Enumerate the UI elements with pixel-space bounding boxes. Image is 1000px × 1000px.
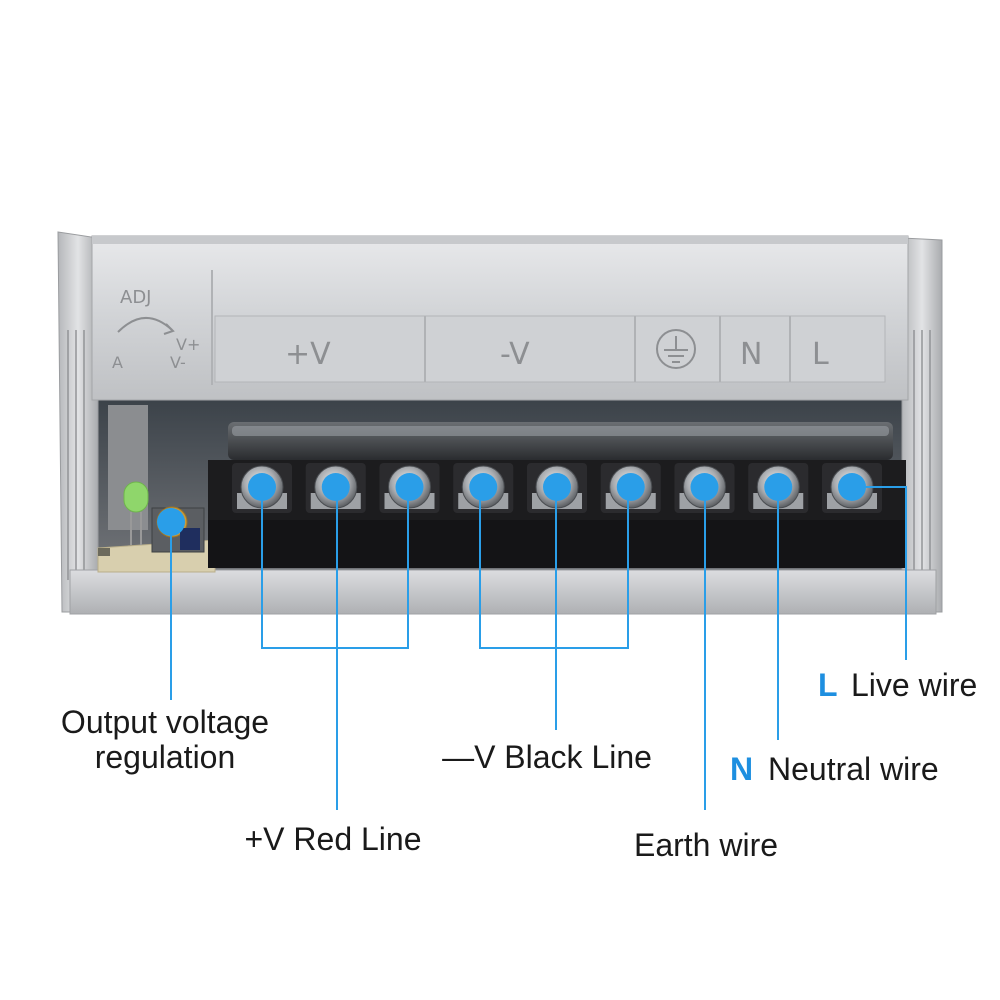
terminal-marker-dot: [838, 473, 866, 501]
terminal-marker-dot: [616, 473, 645, 501]
bottom-lip: [69, 569, 937, 615]
case-markings: ADJ V+ V- A +V -V N L: [112, 287, 829, 372]
green-led: [123, 481, 149, 545]
terminal-marker-dot: [395, 473, 424, 501]
callout-labels: Output voltage regulation +V Red Line —V…: [61, 667, 977, 863]
callout-live-letter: L: [818, 667, 838, 703]
callout-live-text: Live wire: [851, 667, 977, 703]
callout-adjust-line2: regulation: [95, 739, 236, 775]
callout-adjust-line1: Output voltage: [61, 704, 269, 740]
callout-negative: —V Black Line: [442, 739, 652, 775]
callout-earth: Earth wire: [634, 827, 778, 863]
leader-positive-bracket: [261, 487, 409, 649]
adj-label: ADJ: [120, 287, 151, 308]
terminal-marker-dot: [764, 473, 793, 501]
terminal-marker-dot: [469, 473, 498, 501]
vent-slots: [67, 330, 931, 580]
terminal-marker-dot: [321, 473, 350, 501]
callout-leader-lines: [170, 486, 907, 810]
adj-plus-label: V+: [176, 335, 200, 354]
callout-positive: +V Red Line: [244, 821, 421, 857]
case-label-neutral: N: [740, 337, 762, 372]
potentiometer-marker-dot: [157, 508, 185, 536]
adj-left-mark: A: [112, 353, 123, 372]
leader-live: [852, 486, 907, 660]
earth-ground-icon: [656, 329, 696, 369]
terminal-marker-dot: [248, 473, 276, 501]
leader-negative-bracket: [479, 487, 629, 649]
case-label-live: L: [812, 337, 829, 372]
case-label-negative: -V: [500, 337, 530, 372]
adj-minus-label: V-: [170, 353, 186, 372]
heatsink: [108, 405, 148, 530]
label-band: [214, 315, 886, 383]
terminal-markers: [157, 473, 866, 536]
case-label-positive: +V: [285, 337, 331, 372]
terminal-marker-dot: [690, 473, 719, 501]
callout-neutral-letter: N: [730, 751, 753, 787]
terminal-marker-dot: [543, 473, 571, 501]
callout-neutral-text: Neutral wire: [768, 751, 939, 787]
